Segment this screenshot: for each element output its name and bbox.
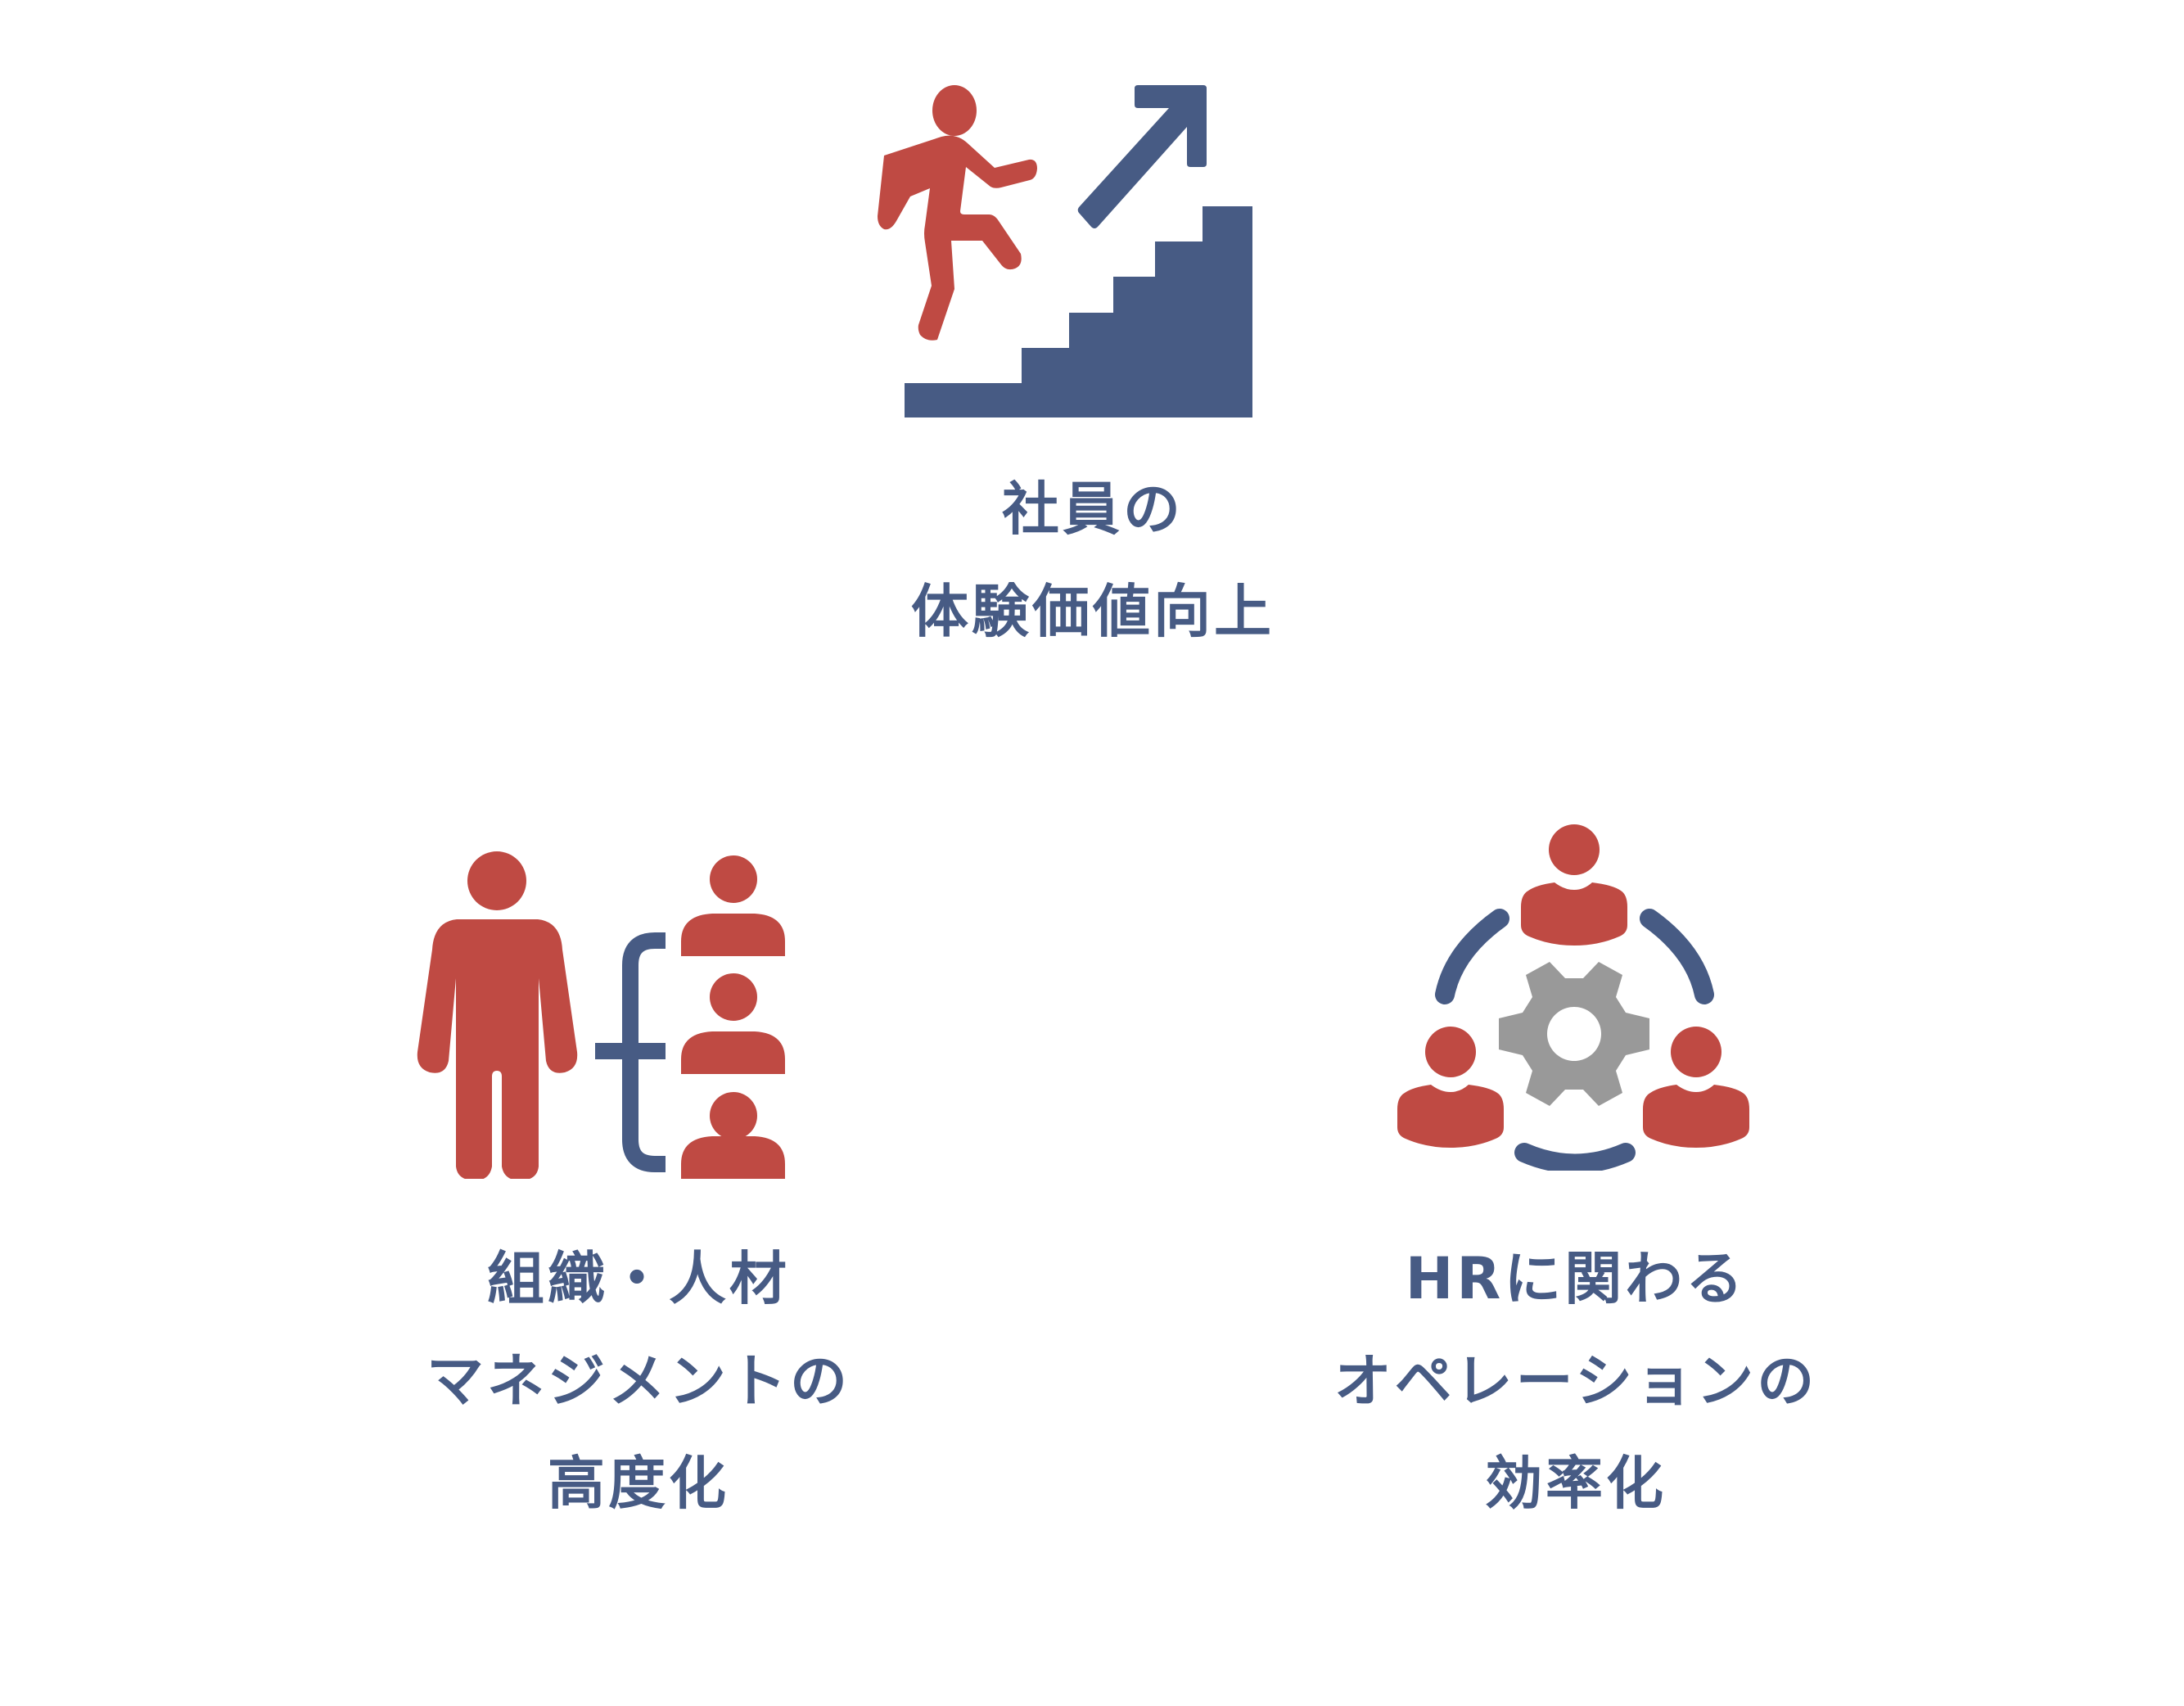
label-line: 社員の — [1002, 476, 1184, 543]
label-line: 体験価値向上 — [911, 578, 1275, 645]
label-line: HRに関わる — [1405, 1245, 1747, 1312]
label-line: マネジメントの — [426, 1347, 851, 1415]
label-line: 組織・人材 — [487, 1245, 790, 1312]
person-with-team-org-chart-icon — [417, 851, 785, 1179]
employee-experience-label: 社員の 体験価値向上 — [765, 458, 1420, 663]
gear-icon — [1499, 962, 1649, 1106]
person-climbing-stairs-icon — [878, 85, 1252, 417]
label-line: 高度化 — [548, 1450, 729, 1517]
team-cycle-gear-icon — [1397, 824, 1749, 1171]
label-line: 効率化 — [1485, 1450, 1667, 1517]
hr-operations-label: HRに関わる オペレーションの 効率化 — [1248, 1228, 1903, 1535]
org-talent-management-label: 組織・人材 マネジメントの 高度化 — [311, 1228, 966, 1535]
label-line: オペレーションの — [1333, 1347, 1818, 1415]
